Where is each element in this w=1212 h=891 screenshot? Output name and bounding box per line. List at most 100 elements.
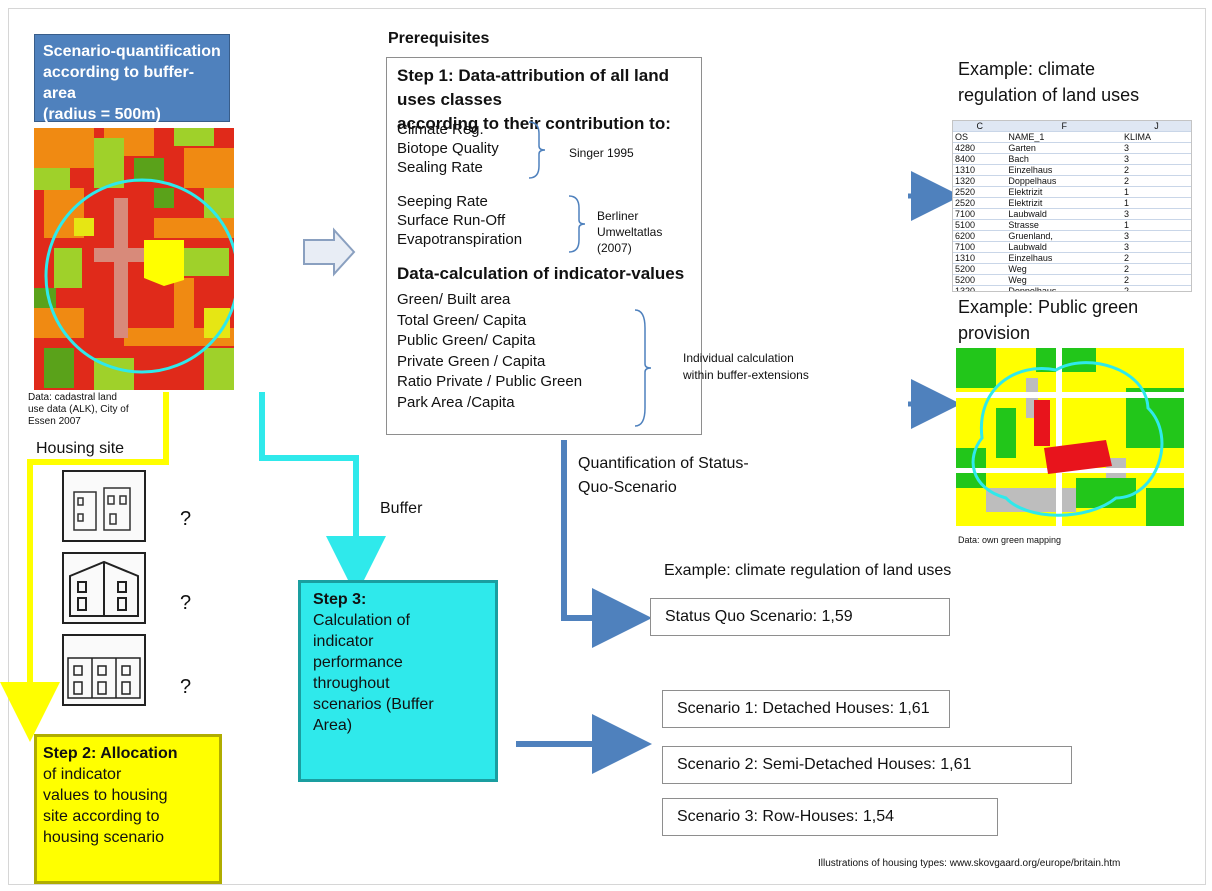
scenario-3-text: Scenario 3: Row-Houses: 1,54 <box>677 808 894 825</box>
question-mark-2: ? <box>180 592 192 614</box>
table-cell: 3 <box>1122 208 1191 220</box>
footer-credit: Illustrations of housing types: www.skov… <box>818 858 1121 869</box>
table-cell: 2 <box>1122 164 1191 176</box>
table-cell: Einzelhaus <box>1006 164 1123 176</box>
example2-heading: Example: Public green provision <box>958 294 1138 346</box>
table-cell: 1320 <box>953 175 1007 187</box>
group1-list: Climate Reg. Biotope Quality Sealing Rat… <box>397 120 499 177</box>
quantification-line-1: Quantification of Status- <box>578 455 749 472</box>
step2-line-4: housing scenario <box>43 829 164 846</box>
step2-line-2: values to housing <box>43 787 168 804</box>
scenario-2-text: Scenario 2: Semi-Detached Houses: 1,61 <box>677 756 972 773</box>
table-cell: 5200 <box>953 263 1007 275</box>
housing-site-label: Housing site <box>36 440 125 457</box>
status-quo-text: Status Quo Scenario: 1,59 <box>665 608 853 625</box>
group2-item-seeping: Seeping Rate <box>397 193 488 210</box>
col-letter-c: C <box>953 121 1007 132</box>
land-use-map <box>34 128 234 390</box>
example2-line-2: provision <box>958 323 1031 343</box>
table-cell: 2520 <box>953 197 1007 209</box>
group3-item-3: Public Green/ Capita <box>397 332 536 349</box>
table-cell: Bach <box>1006 153 1123 165</box>
table-cell: Garten <box>1006 142 1123 154</box>
step3-box: Step 3: Calculation of indicator perform… <box>298 580 498 782</box>
map-source-line-3: Essen 2007 <box>28 416 81 427</box>
table-cell: 2 <box>1122 263 1191 275</box>
table-cell: 3 <box>1122 153 1191 165</box>
step3-title: Step 3: <box>313 591 367 608</box>
quantification-line-2: Quo-Scenario <box>578 479 677 496</box>
group3-item-1: Green/ Built area <box>397 291 511 308</box>
calc-title: Data-calculation of indicator-values <box>397 264 685 283</box>
table-cell: 2 <box>1122 252 1191 264</box>
slide-frame <box>8 8 1206 885</box>
status-quo-box: Status Quo Scenario: 1,59 <box>650 598 950 636</box>
step2-line-1: of indicator <box>43 766 122 783</box>
header-os: OS <box>953 131 1007 143</box>
title-box: Scenario-quantification according to buf… <box>34 34 230 123</box>
scenario-1-text: Scenario 1: Detached Houses: 1,61 <box>677 700 930 717</box>
step2-box: Step 2: Allocation of indicator values t… <box>34 734 222 884</box>
table-cell: 1310 <box>953 252 1007 264</box>
group3-item-4: Private Green / Capita <box>397 352 546 370</box>
title-line-3: (radius = 500m) <box>43 106 161 123</box>
group3-item-5: Ratio Private / Public Green <box>397 373 583 390</box>
table-cell: Weg <box>1006 263 1123 275</box>
table-cell: 4280 <box>953 142 1007 154</box>
green-map-source: Data: own green mapping <box>958 535 1062 545</box>
step3-line-5: scenarios (Buffer <box>313 696 434 713</box>
step1-box: Step 1: Data-attribution of all land use… <box>386 57 809 435</box>
table-cell: Weg <box>1006 274 1123 286</box>
step3-line-4: throughout <box>313 675 390 692</box>
table-cell: 5200 <box>953 274 1007 286</box>
cyan-connector <box>259 392 386 596</box>
table-cell: Strasse <box>1006 219 1123 231</box>
table-cell: 3 <box>1122 241 1191 253</box>
table-cell: 5100 <box>953 219 1007 231</box>
header-name: NAME_1 <box>1006 131 1123 143</box>
prerequisites-heading: Prerequisites <box>388 30 490 47</box>
table-cell: 3 <box>1122 230 1191 242</box>
yellow-connector <box>0 392 169 742</box>
step3-line-6: Area) <box>313 717 353 734</box>
map-source-line-2: use data (ALK), City of <box>28 404 129 415</box>
table-cell: Laubwald <box>1006 241 1123 253</box>
table-cell: Elektrizit <box>1006 186 1123 198</box>
group1-item-biotope: Biotope Quality <box>397 140 499 157</box>
row-houses-image <box>62 634 146 706</box>
question-mark-3: ? <box>180 676 192 698</box>
col-letter-f: F <box>1006 121 1123 132</box>
group3-item-2: Total Green/ Capita <box>397 311 527 329</box>
table-cell: 7100 <box>953 208 1007 220</box>
hollow-arrow <box>303 227 356 277</box>
table-cell: 2 <box>1122 175 1191 187</box>
table-cell: 1 <box>1122 186 1191 198</box>
public-green-map <box>956 348 1184 526</box>
buffer-label: Buffer <box>380 500 423 517</box>
table-cell: Einzelhaus <box>1006 252 1123 264</box>
col-letter-j: J <box>1122 121 1191 132</box>
quantification-label: Quantification of Status- Quo-Scenario <box>578 452 749 500</box>
table-cell: Doppelhaus <box>1006 285 1123 291</box>
question-mark-1: ? <box>180 508 192 530</box>
group1-item-climate: Climate Reg. <box>397 121 484 138</box>
group2-source-line-3: (2007) <box>597 241 632 255</box>
group2-source-line-2: Umweltatlas <box>597 225 663 239</box>
table-cell: 1 <box>1122 197 1191 209</box>
table-cell: 3 <box>1122 142 1191 154</box>
detached-house-image <box>62 470 146 542</box>
step2-title: Step 2: Allocation <box>43 745 178 762</box>
semi-detached-house-image <box>62 552 146 624</box>
